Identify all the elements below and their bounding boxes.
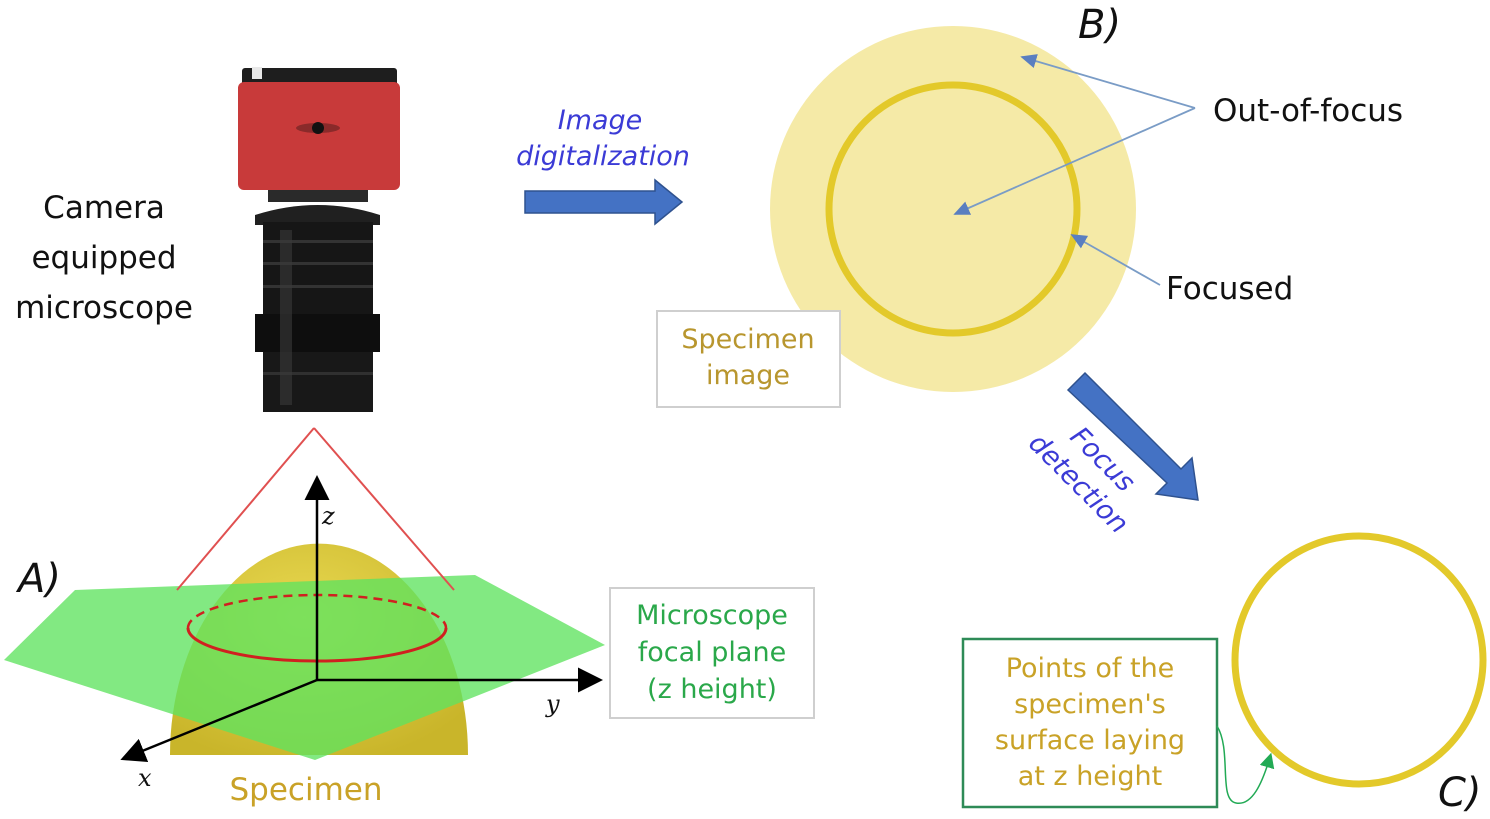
surface-points-label-line-2: specimen's [1014, 689, 1166, 720]
view-cone-right [313, 427, 455, 591]
microscope-objective [263, 352, 373, 412]
out-of-focus-label: Out-of-focus [1213, 93, 1403, 129]
camera-collar [268, 190, 368, 202]
surface-points-label-line-1: Points of the [1006, 653, 1175, 684]
focused-label: Focused [1166, 271, 1293, 307]
specimen-label: Specimen [229, 772, 382, 808]
digitalization-arrow [524, 178, 684, 226]
camera-label-line-1: Camera [43, 190, 165, 226]
microscope-tube [263, 222, 373, 314]
focal-plane-box [609, 587, 815, 719]
panel-label-a: A) [15, 556, 61, 602]
camera-label-line-2: equipped [31, 240, 176, 276]
camera-microscope [238, 67, 400, 412]
image-focus-ring [825, 81, 1081, 337]
pointer-inner [953, 107, 1196, 215]
pointer-outer [1020, 54, 1196, 109]
detected-ring [1231, 532, 1487, 788]
microscope-ring [255, 314, 380, 352]
surface-points-label-line-4: at z height [1018, 761, 1163, 792]
surface-points-label-line-3: surface laying [995, 725, 1185, 756]
camera-body [238, 82, 400, 190]
panel-label-b: B) [1078, 2, 1121, 48]
focal-plane [4, 575, 605, 760]
pointer-focused [1070, 234, 1161, 286]
camera-label-line-3: microscope [15, 290, 193, 326]
x-axis-label: x [138, 764, 152, 792]
axes [120, 475, 603, 763]
image-blur-disk [770, 26, 1136, 392]
focal-plane-label-line-2: focal plane [638, 637, 786, 668]
digitalization-label-line-2: digitalization [516, 141, 690, 172]
y-axis-label: y [545, 690, 560, 718]
surface-points-connector [1216, 725, 1275, 804]
focus-detection-arrow [1066, 371, 1199, 501]
specimen-image-label-line-1: Specimen [681, 324, 814, 355]
view-cone-left [176, 427, 315, 591]
surface-points-box [961, 637, 1219, 809]
camera-top [242, 68, 397, 86]
digitalization-label-line-1: Image [558, 105, 643, 136]
specimen-image-box [656, 310, 841, 408]
focal-plane-label-line-1: Microscope [636, 600, 788, 631]
z-axis-label: z [321, 502, 335, 530]
specimen-image-label-line-2: image [706, 360, 790, 391]
x-axis [120, 678, 318, 763]
panel-label-c: C) [1438, 770, 1482, 816]
focal-plane-label-line-3: (z height) [647, 674, 777, 705]
